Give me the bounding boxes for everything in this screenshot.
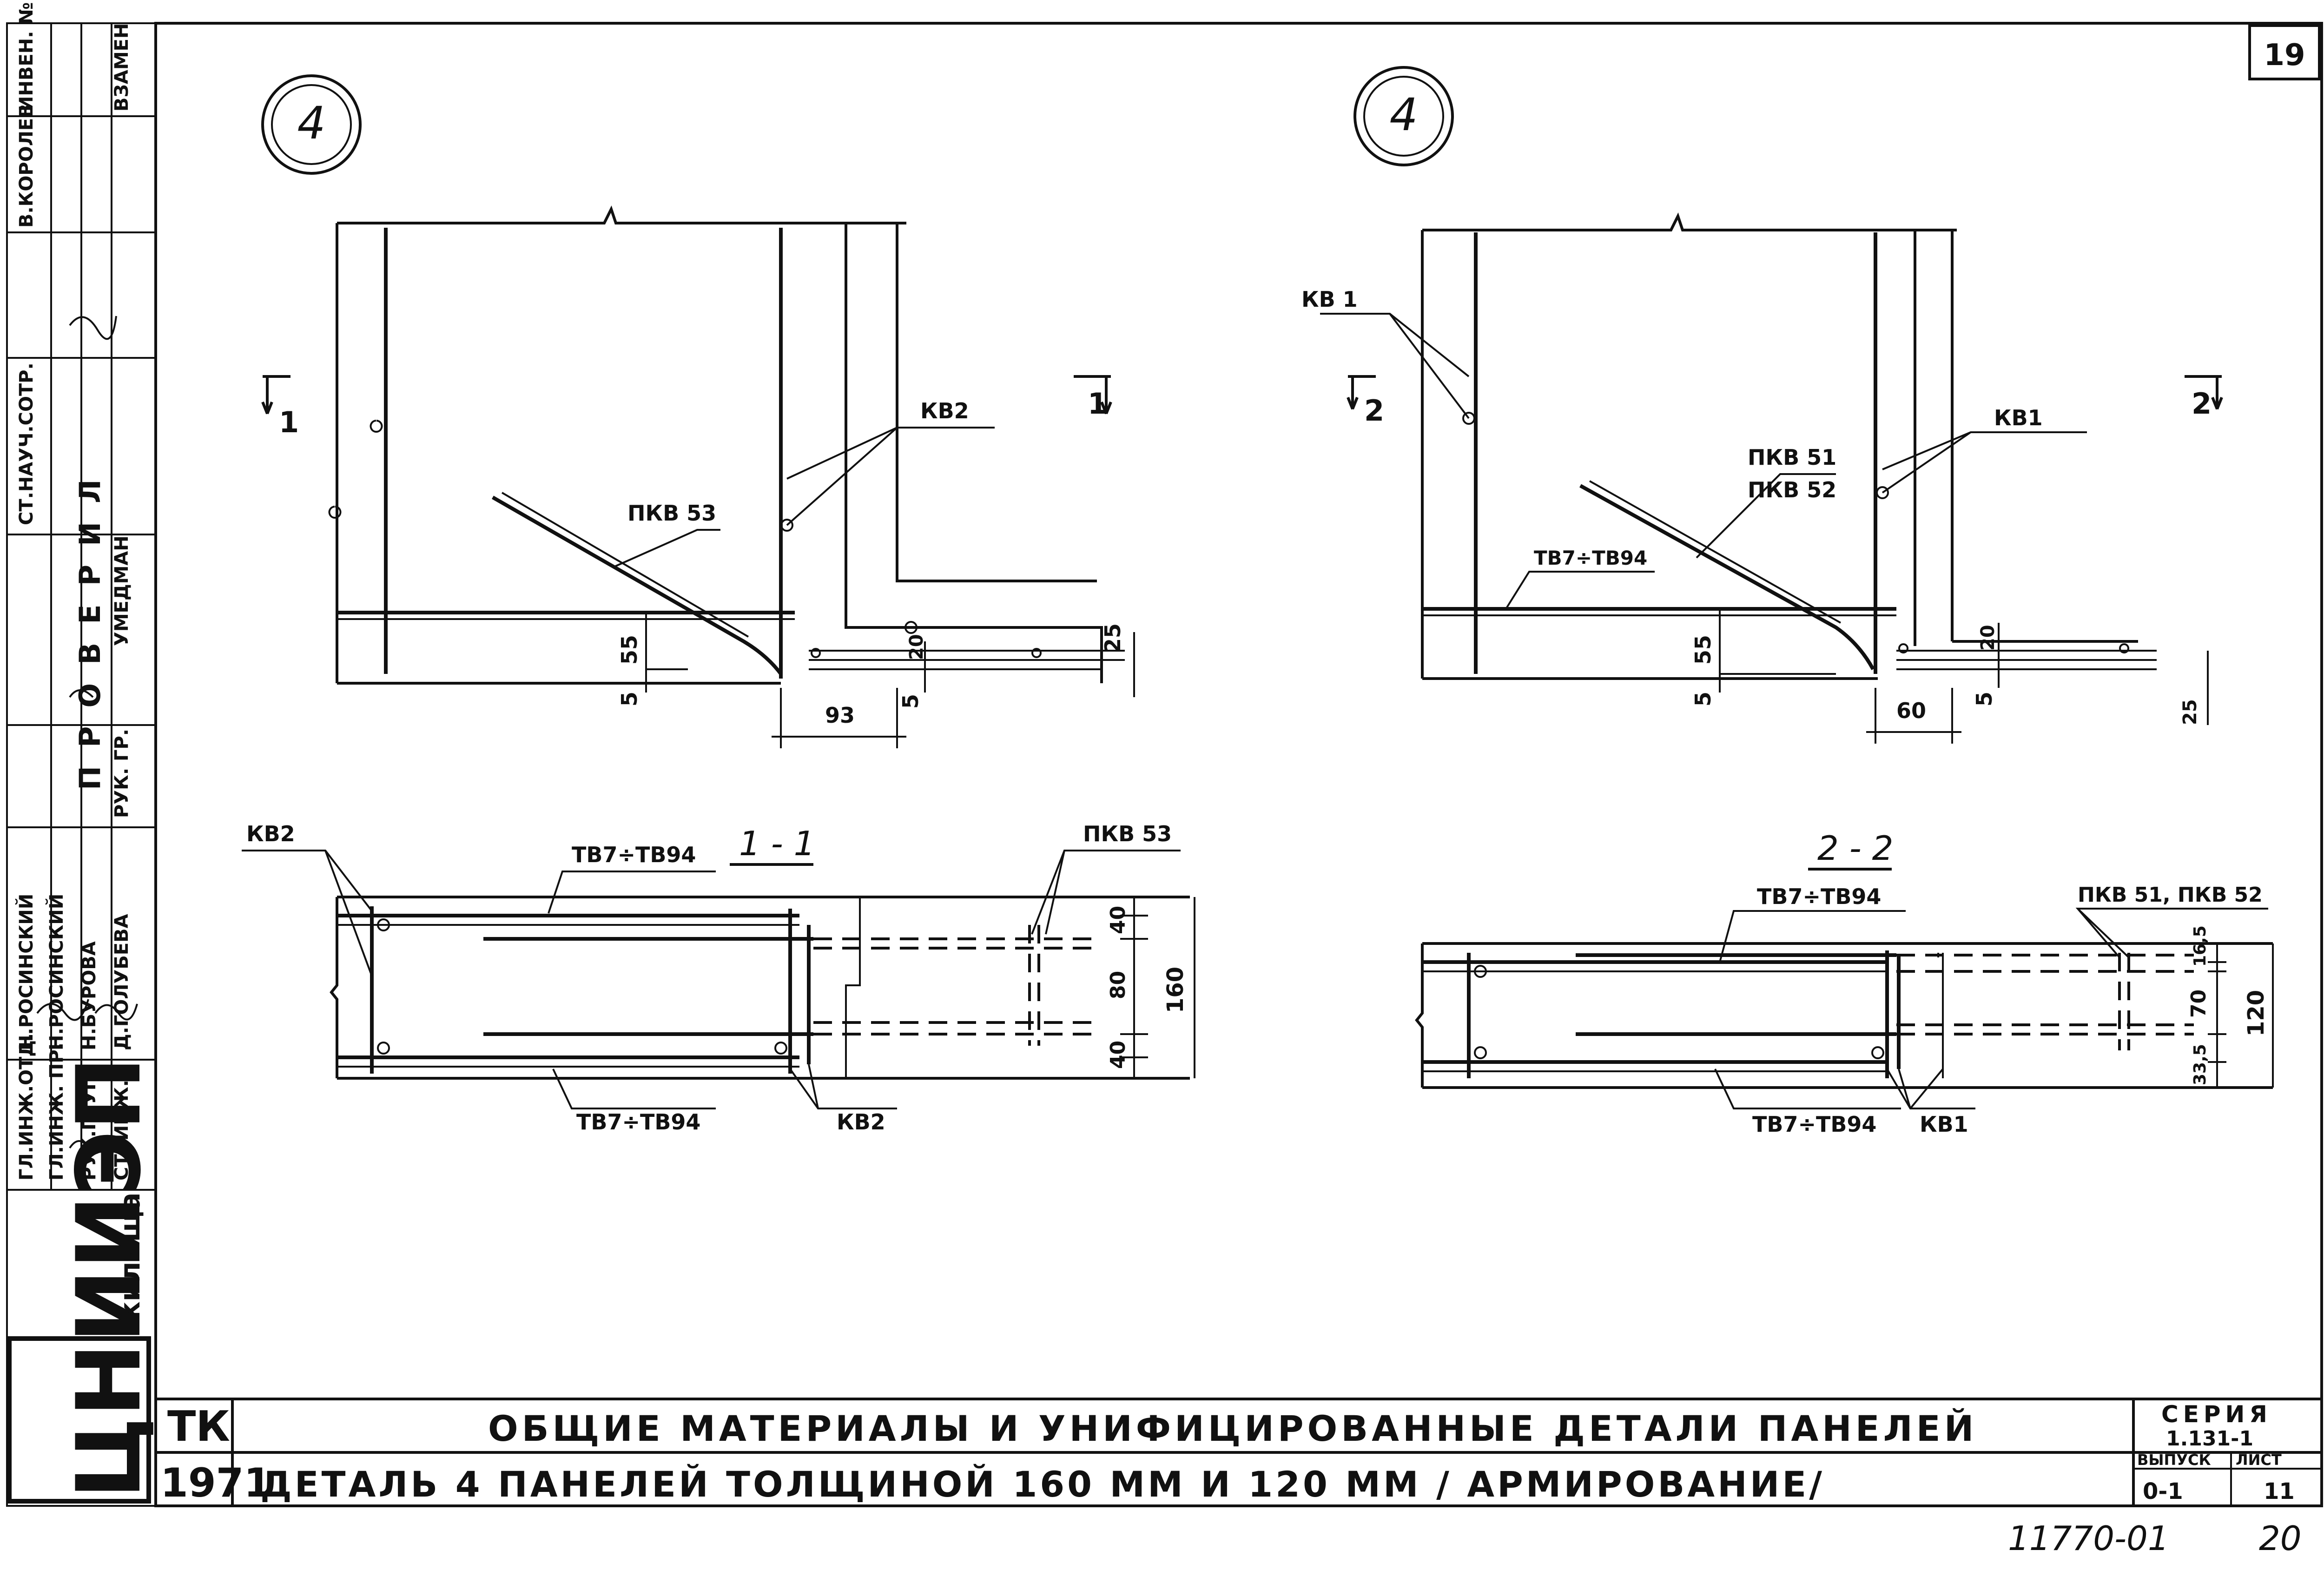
- s2-dim-120: 120: [2243, 990, 2269, 1036]
- checked-role: РУК. ГР.: [111, 729, 132, 818]
- left-dim-5a: 5: [617, 692, 642, 706]
- left-detail: КВ2 ПКВ 53 1 1 55 5 93 20 5 25: [261, 205, 1135, 748]
- section-1-title: 1 - 1: [739, 824, 815, 863]
- s1-tb-top: ТВ7÷ТВ94: [572, 842, 696, 867]
- issue-value: 0-1: [2143, 1478, 2183, 1504]
- s2-pkv: ПКВ 51, ПКВ 52: [2078, 883, 2263, 907]
- s1-dim-160: 160: [1162, 967, 1188, 1013]
- right-dim-5a: 5: [1690, 692, 1716, 706]
- name-4: Д.ГОЛУБЕВА: [111, 914, 132, 1050]
- s1-dim-40a: 40: [1106, 906, 1130, 934]
- sci-name: В.КОРОЛЕВ: [16, 104, 37, 228]
- right-section-mark-2: 2: [2192, 387, 2212, 421]
- right-dim-25: 25: [2179, 699, 2201, 725]
- org-code: ТК: [167, 1402, 230, 1451]
- left-dim-5b: 5: [898, 694, 923, 709]
- right-tb-label: ТВ7÷ТВ94: [1534, 547, 1647, 569]
- replace-label: ВЗАМЕН: [111, 23, 132, 112]
- left-pkv-label: ПКВ 53: [627, 501, 716, 526]
- sheet-frame: [154, 22, 2323, 1507]
- s1-dim-40b: 40: [1106, 1041, 1130, 1069]
- right-dim-55: 55: [1690, 635, 1716, 665]
- right-dim-60: 60: [1896, 698, 1926, 723]
- signatures: [36, 316, 138, 1154]
- sheet-number-box: [2248, 24, 2321, 80]
- sci-role: СТ.НАУЧ.СОТР.: [16, 363, 37, 525]
- org-logo: ЦНИИЭП жилища: [7, 1056, 160, 1504]
- right-dim-5b: 5: [1972, 692, 1997, 706]
- left-dim-93: 93: [825, 703, 855, 728]
- name-1: Н.РОСИНСКИЙ: [15, 894, 37, 1050]
- name-3: Н.БУРОВА: [79, 941, 100, 1050]
- year: 1971: [160, 1460, 271, 1506]
- org-suffix: жилища: [114, 1192, 146, 1329]
- right-section-mark-1: 2: [1364, 394, 1384, 428]
- section-2-title: 2 - 2: [1817, 829, 1893, 868]
- section-2-2: 2 - 2 ТВ7÷ТВ94 ПКВ 51, ПКВ 52 ТВ7÷ТВ94 К…: [1415, 829, 2274, 1137]
- left-section-mark-1: 1: [279, 405, 299, 439]
- archive-page: 20: [2259, 1519, 2302, 1558]
- left-dim-25: 25: [1100, 623, 1125, 653]
- role-ruk-grup: РУК.ГРУП.: [79, 1068, 100, 1181]
- svg-text:4: 4: [1389, 89, 1418, 141]
- right-pkv1-label: ПКВ 51: [1748, 445, 1836, 470]
- stamp-roles: ГЛ.ИНЖ.ОТД. ГЛ.ИНЖ. ПР. РУК.ГРУП. СТ. ИН…: [16, 1033, 132, 1181]
- s1-dim-80: 80: [1106, 971, 1130, 999]
- s2-dim-33: 33,5: [2191, 1044, 2210, 1085]
- title-line-2: ДЕТАЛЬ 4 ПАНЕЛЕЙ ТОЛЩИНОЙ 160 ММ И 120 М…: [260, 1464, 1825, 1505]
- sheet-value: 11: [2264, 1478, 2295, 1504]
- left-kv-label: КВ2: [920, 398, 969, 423]
- right-kv1a-label: КВ 1: [1301, 287, 1358, 312]
- sheet-label: ЛИСТ: [2236, 1451, 2282, 1469]
- right-detail: КВ 1 КВ1 ПКВ 51 ПКВ 52 ТВ7÷ТВ94 2 2 55 5…: [1301, 212, 2223, 744]
- s1-tb-bottom: ТВ7÷ТВ94: [576, 1109, 700, 1135]
- s2-dim-16: 16,5: [2191, 925, 2210, 967]
- checked-title: ПРОВЕРИЛ: [73, 461, 107, 790]
- role-gl-inzh-pr: ГЛ.ИНЖ. ПР.: [46, 1042, 67, 1181]
- s2-dim-70: 70: [2187, 989, 2211, 1018]
- detail-marker-left: 4: [261, 74, 362, 175]
- s2-tb-bottom: ТВ7÷ТВ94: [1752, 1112, 1876, 1137]
- checked-name: УМЕДМАН: [111, 535, 132, 646]
- title-line-1: ОБЩИЕ МАТЕРИАЛЫ И УНИФИЦИРОВАННЫЕ ДЕТАЛИ…: [488, 1408, 1977, 1449]
- detail-marker-right: 4: [1353, 66, 1454, 166]
- left-dim-20: 20: [906, 634, 927, 660]
- right-pkv2-label: ПКВ 52: [1748, 477, 1836, 502]
- name-2: Н.РОСИНСКИЙ: [45, 894, 67, 1050]
- s1-kv-left: КВ2: [246, 821, 295, 846]
- role-gl-inzh-otd: ГЛ.ИНЖ.ОТД.: [16, 1033, 37, 1181]
- left-dim-55: 55: [617, 635, 642, 665]
- series-label: СЕРИЯ: [2161, 1401, 2272, 1428]
- series-value: 1.131-1: [2166, 1427, 2253, 1451]
- s1-kv-bottom: КВ2: [837, 1109, 885, 1135]
- right-kv1b-label: КВ1: [1994, 405, 2043, 430]
- role-st-inzh: СТ. ИНЖ.: [111, 1080, 132, 1181]
- s2-kv-bottom: КВ1: [1920, 1112, 1968, 1137]
- s1-pkv: ПКВ 53: [1083, 821, 1172, 846]
- svg-text:4: 4: [297, 97, 325, 149]
- stamp-names: Н.РОСИНСКИЙ Н.РОСИНСКИЙ Н.БУРОВА Д.ГОЛУБ…: [15, 894, 132, 1050]
- inv-label: ИНВЕН. №: [16, 2, 37, 112]
- svg-text:ЦНИИЭП: ЦНИИЭП: [58, 1056, 160, 1499]
- archive-number: 11770-01: [2008, 1519, 2169, 1558]
- left-section-mark-2: 1: [1088, 387, 1108, 421]
- issue-label: ВЫПУСК: [2137, 1451, 2211, 1469]
- section-1-1: 1 - 1 КВ2 ТВ7÷ТВ94 ПКВ 53: [242, 821, 1195, 1135]
- s2-tb-top: ТВ7÷ТВ94: [1757, 884, 1881, 909]
- sheet-number: 19: [2264, 38, 2305, 73]
- right-dim-20: 20: [1977, 625, 1999, 651]
- title-block: ТК 1971 ОБЩИЕ МАТЕРИАЛЫ И УНИФИЦИРОВАННЫ…: [156, 1398, 2322, 1506]
